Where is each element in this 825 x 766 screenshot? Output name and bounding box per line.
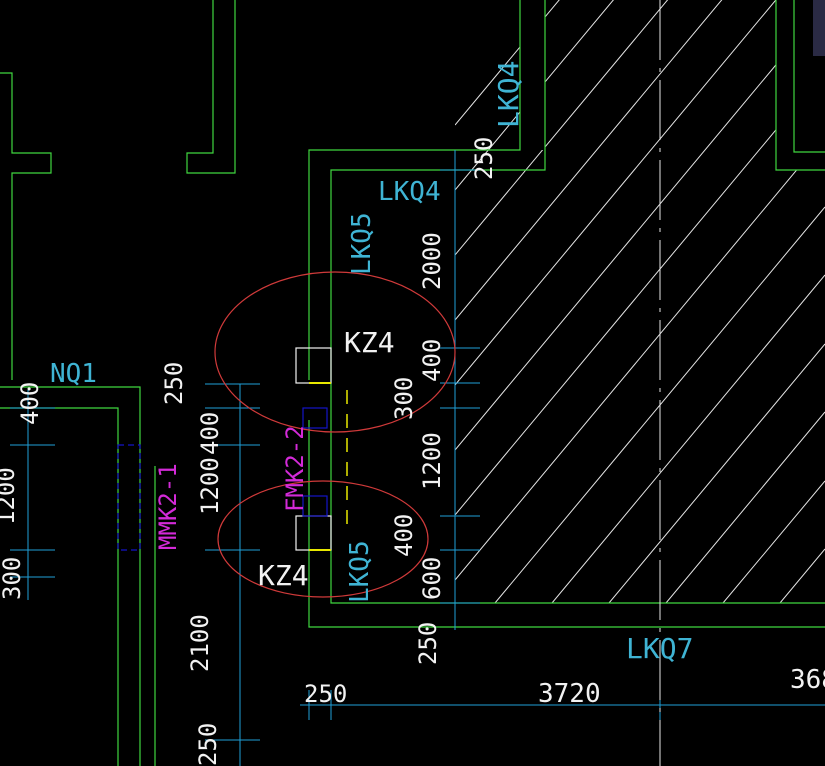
dim-400-left: 400	[16, 382, 44, 425]
dim-1200-left: 1200	[0, 467, 20, 525]
label-kz4-bottom: KZ4	[258, 559, 309, 592]
dim-250-mid-top: 250	[160, 362, 188, 405]
dim-600: 600	[418, 557, 446, 600]
wall-hatch-pattern	[455, 0, 825, 603]
dim-250-right-bottom: 250	[414, 622, 442, 665]
column-kz4-bottom[interactable]	[295, 515, 332, 551]
label-lkq5-top: LKQ5	[347, 212, 377, 275]
label-nq1: NQ1	[50, 359, 97, 389]
door-mmk2-1[interactable]	[117, 444, 141, 551]
dim-400-right-b: 400	[390, 514, 418, 557]
label-lkq5-bottom: LKQ5	[345, 540, 375, 603]
dim-3720: 3720	[538, 679, 601, 709]
dim-400-mid: 400	[196, 412, 224, 455]
dim-368-truncated: 368	[790, 665, 825, 695]
dim-400-right-a: 400	[418, 339, 446, 382]
label-kz4-top: KZ4	[344, 326, 395, 359]
label-lkq4-mid: LKQ4	[378, 177, 441, 207]
label-lkq7: LKQ7	[626, 632, 693, 665]
dim-1200-right: 1200	[418, 432, 446, 490]
dim-2000: 2000	[418, 232, 446, 290]
label-mmk2-1: MMK2-1	[154, 463, 182, 550]
dim-300-left: 300	[0, 557, 26, 600]
column-kz4-top[interactable]	[295, 347, 332, 384]
dim-300-right: 300	[390, 377, 418, 420]
dim-250-bottom: 250	[304, 680, 347, 708]
scrollbar-thumb[interactable]	[813, 0, 825, 56]
dim-1200-mid: 1200	[196, 457, 224, 515]
revision-cloud-bottom[interactable]	[217, 480, 429, 598]
dim-250-mid-bottom: 250	[194, 723, 222, 766]
dim-2100: 2100	[186, 614, 214, 672]
label-fmk2-2: FMK2-2	[281, 425, 309, 512]
door-fmk2-2[interactable]	[302, 382, 348, 551]
revision-cloud-top[interactable]	[214, 271, 456, 433]
label-lkq4-top: LKQ4	[492, 61, 525, 128]
dim-250-right-top: 250	[470, 137, 498, 180]
